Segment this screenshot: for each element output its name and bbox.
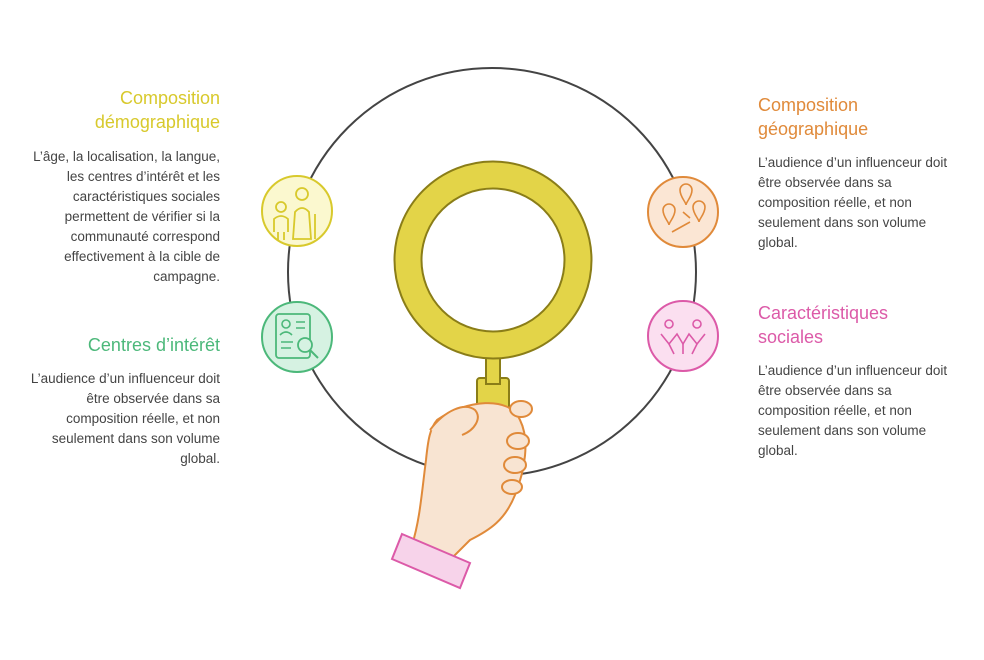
profile-search-icon	[261, 301, 333, 373]
section-social: Caractéristiques sociales L’audience d’u…	[758, 301, 958, 461]
section-desc-demographics: L’âge, la localisation, la langue, les c…	[33, 149, 220, 284]
section-title-social: Caractéristiques sociales	[758, 303, 889, 347]
family-icon	[261, 175, 333, 247]
section-geography: Composition géographique L’audience d’un…	[758, 93, 958, 253]
section-interests: Centres d’intérêt L’audience d’un influe…	[20, 333, 220, 469]
section-title-interests: Centres d’intérêt	[87, 335, 220, 355]
section-desc-geography: L’audience d’un influenceur doit être ob…	[758, 155, 948, 250]
map-pins-icon	[647, 176, 719, 248]
section-demographics: Composition démographique L’âge, la loca…	[20, 86, 220, 287]
hand-icon	[390, 400, 533, 590]
section-title-geography: Composition géographique	[758, 95, 869, 139]
section-desc-interests: L’audience d’un influenceur doit être ob…	[30, 371, 220, 466]
section-title-demographics: Composition démographique	[94, 88, 220, 132]
section-desc-social: L’audience d’un influenceur doit être ob…	[758, 363, 948, 458]
people-network-icon	[647, 300, 719, 372]
